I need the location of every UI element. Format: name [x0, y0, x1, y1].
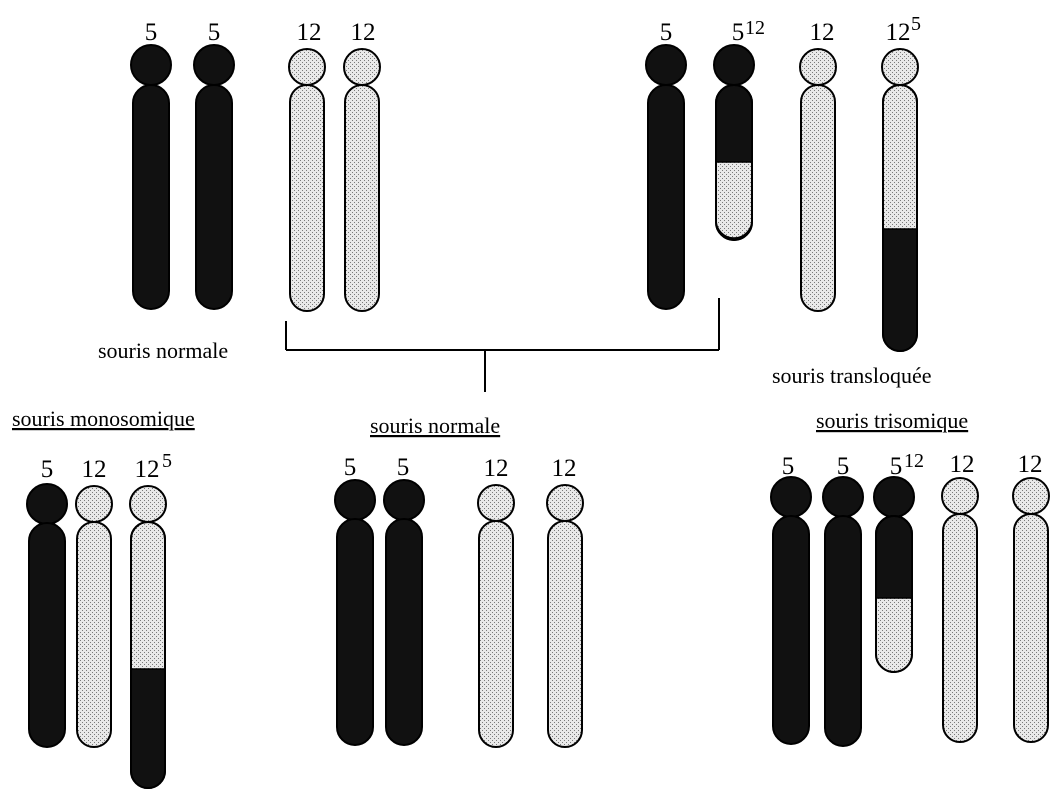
chromosome-12-arm	[1014, 514, 1048, 742]
chromosome-12: 12	[547, 455, 583, 747]
chromosome-12-head	[942, 478, 978, 514]
chromosome-12-head	[547, 485, 583, 521]
chromosome-label: 5	[208, 19, 221, 46]
chromosome-5-head	[27, 484, 67, 524]
chromosome-label: 12	[351, 19, 376, 46]
chromosome-12-head	[800, 49, 836, 85]
chromosome-12: 12	[344, 19, 380, 311]
chromosome-12-arm	[290, 85, 324, 311]
chromosome-12: 12	[1013, 451, 1049, 742]
chromosome-12-head	[478, 485, 514, 521]
chromosome-5-arm	[337, 519, 373, 745]
chromosome-5-head	[131, 45, 171, 85]
chromosome-5-head	[194, 45, 234, 85]
chromosome-12-arm	[77, 522, 111, 747]
chromosome-superscript: 12	[745, 17, 765, 39]
chromosome-5-head	[646, 45, 686, 85]
chromosome-12-arm	[548, 521, 582, 747]
parent-translocated-group: 5 5 12 12 12 5 souris transloquée	[646, 13, 931, 388]
chromosome-12-head	[289, 49, 325, 85]
chromosome-label: 5	[344, 454, 357, 481]
chromosome-superscript: 12	[904, 450, 924, 472]
chromosome-5-arm	[773, 516, 809, 744]
chromosome-5-head	[823, 477, 863, 517]
chromosome-5: 5	[335, 454, 375, 745]
chromosome-5-arm	[386, 519, 422, 745]
chromosome-12-arm	[345, 85, 379, 311]
chromosome-12: 12	[942, 451, 978, 742]
chromosome-5: 5	[771, 453, 811, 744]
chromosome-label: 12	[484, 455, 509, 482]
chromosome-5: 5	[27, 456, 67, 747]
caption-offspring-normal: souris normale	[370, 413, 500, 438]
chromosome-label: 5	[732, 19, 745, 46]
chromosome-label: 12	[950, 451, 975, 478]
chromosome-5-head	[335, 480, 375, 520]
chromosome-5-head	[384, 480, 424, 520]
chromosome-5-segment	[131, 669, 165, 788]
chromosome-label: 12	[552, 455, 577, 482]
chromosome-12-head	[1013, 478, 1049, 514]
chromosome-12-arm	[943, 514, 977, 742]
chromosome-label: 5	[837, 453, 850, 480]
offspring-monosomic-group: souris monosomique 5 12 12 5	[12, 406, 195, 788]
chromosome-12: 12	[800, 19, 836, 311]
chromosome-12-head	[344, 49, 380, 85]
chromosome-label: 12	[135, 456, 160, 483]
chromosome-12-head	[76, 486, 112, 522]
chromosome-5-arm	[29, 523, 65, 747]
chromosome-12-arm	[801, 85, 835, 311]
chromosome-12-5-translocation: 12 5	[882, 13, 921, 351]
chromosome-5-arm	[648, 85, 684, 309]
chromosome-12: 12	[478, 455, 514, 747]
chromosome-5: 5	[646, 19, 686, 309]
chromosome-12-segment	[876, 598, 912, 672]
chromosome-12-head	[882, 49, 918, 85]
chromosome-5-arm	[825, 516, 861, 746]
chromosome-5-head	[771, 477, 811, 517]
chromosome-superscript: 5	[162, 450, 172, 472]
offspring-trisomic-group: souris trisomique 5 5 5 12 12 12	[771, 408, 1049, 746]
chromosome-label: 12	[1018, 451, 1043, 478]
chromosome-5-head	[874, 477, 914, 517]
chromosome-12-5-translocation: 12 5	[130, 450, 172, 788]
chromosome-12-head	[130, 486, 166, 522]
chromosome-label: 12	[810, 19, 835, 46]
chromosome-label: 12	[297, 19, 322, 46]
chromosome-5: 5	[823, 453, 863, 746]
chromosome-5: 5	[194, 19, 234, 309]
caption-parent-translocated: souris transloquée	[772, 363, 931, 388]
parent-normal-group: 5 5 12 12 souris normale	[98, 19, 380, 363]
caption-parent-normal: souris normale	[98, 338, 228, 363]
chromosome-5-arm	[133, 85, 169, 309]
chromosome-5-head	[714, 45, 754, 85]
chromosome-label: 5	[397, 454, 410, 481]
chromosome-label: 12	[82, 456, 107, 483]
chromosome-label: 12	[886, 19, 911, 46]
chromosome-5: 5	[384, 454, 424, 745]
chromosome-label: 5	[660, 19, 673, 46]
chromosome-12: 12	[289, 19, 325, 311]
chromosome-12-segment	[716, 162, 752, 238]
chromosome-5-segment	[883, 229, 917, 351]
chromosome-superscript: 5	[911, 13, 921, 35]
chromosome-5: 5	[131, 19, 171, 309]
chromosome-label: 5	[145, 19, 158, 46]
chromosome-12: 12	[76, 456, 112, 747]
chromosome-5-12-translocation: 5 12	[714, 17, 765, 240]
chromosome-12-arm	[479, 521, 513, 747]
cross-bracket	[286, 298, 719, 392]
caption-offspring-trisomic: souris trisomique	[816, 408, 968, 433]
chromosome-label: 5	[890, 453, 903, 480]
offspring-normal-group: souris normale 5 5 12 12	[335, 413, 583, 747]
chromosome-5-12-translocation: 5 12	[874, 450, 924, 672]
chromosome-5-arm	[196, 85, 232, 309]
chromosome-label: 5	[41, 456, 54, 483]
caption-offspring-monosomic: souris monosomique	[12, 406, 195, 431]
chromosome-label: 5	[782, 453, 795, 480]
